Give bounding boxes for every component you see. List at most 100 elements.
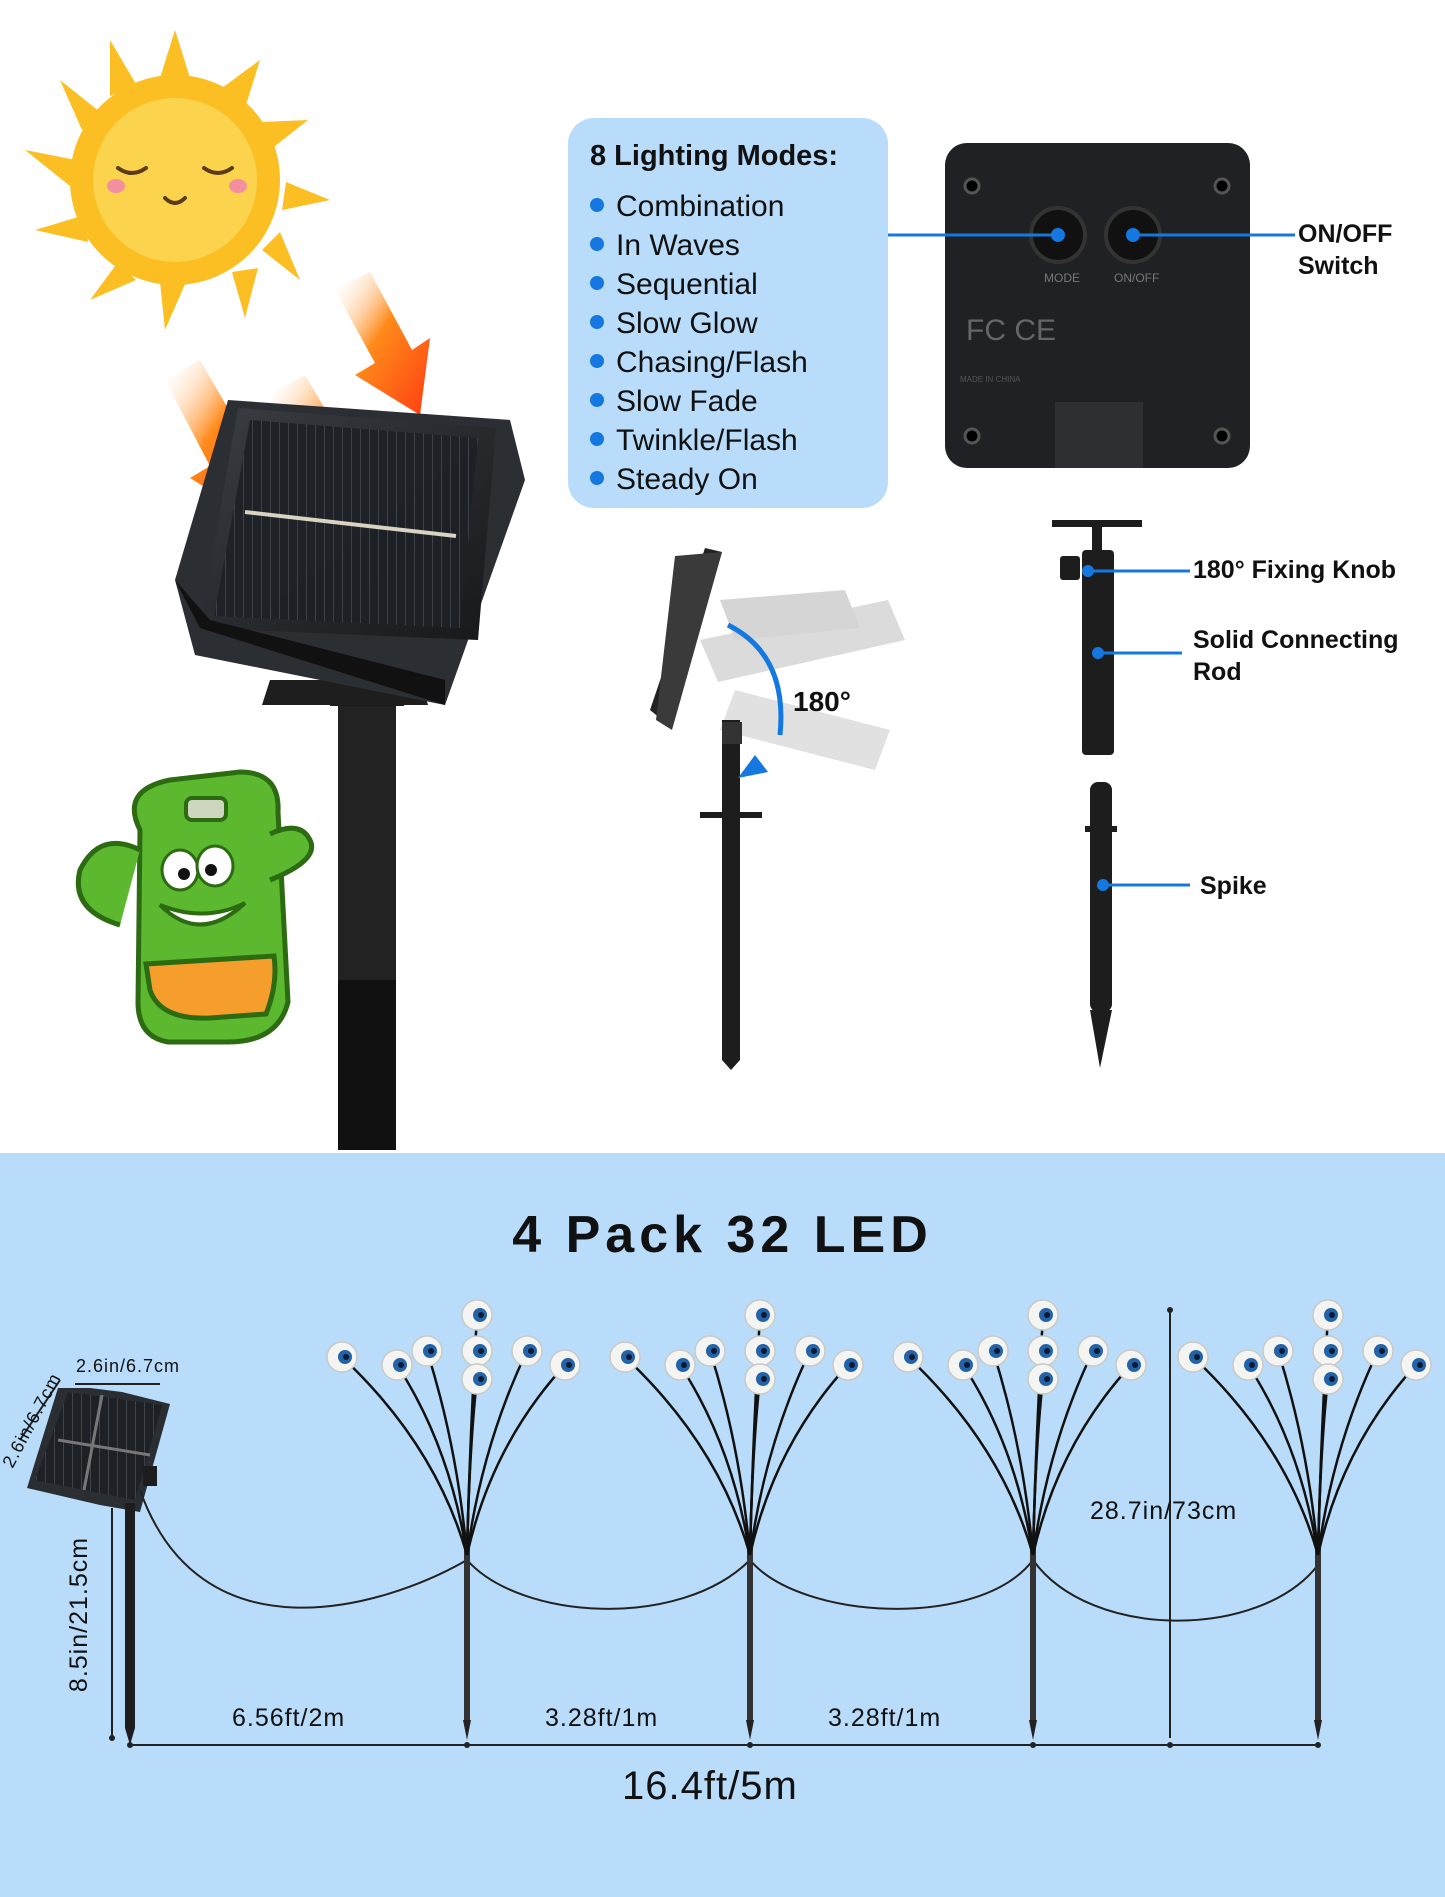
stake-pole: [464, 1545, 470, 1720]
rod-label-line1: Solid Connecting: [1193, 626, 1399, 654]
bullet-dot-icon: [590, 237, 604, 252]
bullet-dot-icon: [590, 354, 604, 369]
light-wire: [425, 1350, 469, 1556]
lighting-mode-item: In Waves: [590, 229, 740, 263]
light-wire: [678, 1364, 752, 1556]
lighting-mode-label: Chasing/Flash: [616, 346, 808, 379]
fixing-knob-label: 180° Fixing Knob: [1193, 556, 1397, 584]
dimension-point: [109, 1735, 115, 1741]
lighting-mode-label: Steady On: [616, 463, 758, 496]
eyeball-pupil: [1249, 1362, 1255, 1368]
eyeball-pupil: [1329, 1376, 1335, 1382]
light-wire: [465, 1378, 479, 1556]
solar-panel-small-icon: [27, 1388, 170, 1745]
lighting-mode-label: Twinkle/Flash: [616, 424, 798, 457]
lighting-mode-item: Slow Fade: [590, 385, 758, 419]
light-wire: [1031, 1350, 1095, 1556]
panel-back-illustration: MODE ON/OFF FC CE MADE IN CHINA: [888, 143, 1295, 468]
light-wire: [748, 1364, 849, 1556]
eyeball-pupil: [681, 1362, 687, 1368]
light-wire: [341, 1356, 469, 1556]
lighting-mode-item: Sequential: [590, 268, 758, 302]
light-wire: [748, 1350, 812, 1556]
dimension-point: [1030, 1742, 1036, 1748]
light-wire: [465, 1350, 529, 1556]
eyeball-pupil: [761, 1348, 767, 1354]
eyeball-pupil: [1132, 1362, 1138, 1368]
sun-icon: [25, 30, 330, 330]
light-height-label: 28.7in/73cm: [1090, 1497, 1238, 1525]
lighting-modes-title: 8 Lighting Modes:: [590, 140, 839, 172]
lighting-mode-item: Slow Glow: [590, 307, 758, 341]
light-wire: [395, 1364, 469, 1556]
eyeball-pupil: [478, 1312, 484, 1318]
dimension-point: [1315, 1742, 1321, 1748]
stake-pole: [1315, 1545, 1321, 1720]
light-wire: [961, 1364, 1035, 1556]
eyeball-pupil: [994, 1348, 1000, 1354]
stake-height-label: 8.5in/21.5cm: [65, 1536, 94, 1693]
rod-label-line2: Rod: [1193, 658, 1242, 686]
bullet-dot-icon: [590, 393, 604, 408]
bullet-dot-icon: [590, 315, 604, 330]
dimension-point: [464, 1742, 470, 1748]
eyeball-pupil: [1417, 1362, 1423, 1368]
light-wire: [624, 1356, 752, 1556]
eyeball-pupil: [811, 1348, 817, 1354]
eyeball-pupil: [1094, 1348, 1100, 1354]
panel-width-label: 2.6in/6.7cm: [76, 1356, 181, 1376]
eyeball-pupil: [964, 1362, 970, 1368]
svg-text:FC CE: FC CE: [966, 314, 1056, 347]
dimension-point: [1167, 1742, 1173, 1748]
lighting-modes-box: [568, 118, 888, 508]
dimension-point: [747, 1742, 753, 1748]
eyeball-pupil: [478, 1376, 484, 1382]
light-wire: [1276, 1350, 1320, 1556]
mode-engraving: MODE: [1044, 271, 1080, 285]
eyeball-pupil: [343, 1354, 349, 1360]
spike-label: Spike: [1200, 872, 1267, 900]
onoff-engraving: ON/OFF: [1114, 271, 1159, 285]
eyeball-pupil: [1044, 1348, 1050, 1354]
eyeball-pupil: [398, 1362, 404, 1368]
stake-tip: [746, 1720, 754, 1740]
bottom-section: [0, 1153, 1445, 1897]
dimension-point: [127, 1742, 133, 1748]
bullet-dot-icon: [590, 276, 604, 291]
light-wire: [991, 1350, 1035, 1556]
stake-pole: [747, 1545, 753, 1720]
onoff-label-line1: ON/OFF: [1298, 220, 1393, 248]
lighting-mode-label: In Waves: [616, 229, 740, 262]
light-wire: [748, 1378, 762, 1556]
light-wire: [708, 1350, 752, 1556]
dimension-points: [109, 1307, 1321, 1748]
rod-illustration: [1052, 520, 1190, 755]
segment3-label: 3.28ft/1m: [828, 1704, 942, 1732]
connecting-rod-label: Solid Connecting Rod: [1193, 624, 1399, 688]
light-wire: [1192, 1356, 1320, 1556]
lighting-mode-label: Slow Fade: [616, 385, 758, 418]
bullet-dot-icon: [590, 432, 604, 447]
bullet-dot-icon: [590, 471, 604, 486]
light-wire: [1031, 1364, 1132, 1556]
tilt-panel-illustration: [650, 548, 905, 1070]
lighting-mode-item: Chasing/Flash: [590, 346, 808, 380]
rotation-angle-label: 180°: [793, 686, 851, 717]
pack-title: 4 Pack 32 LED: [512, 1206, 933, 1264]
light-wire: [465, 1364, 566, 1556]
eyeball-pupil: [761, 1312, 767, 1318]
bullet-dot-icon: [590, 198, 604, 213]
light-wire: [1246, 1364, 1320, 1556]
lighting-mode-label: Sequential: [616, 268, 758, 301]
firework-stake: [609, 1299, 864, 1740]
lighting-mode-item: Steady On: [590, 463, 758, 497]
stake-tip: [1029, 1720, 1037, 1740]
eyeball-pupil: [428, 1348, 434, 1354]
eyeball-pupil: [1329, 1312, 1335, 1318]
eyeball-pupil: [1379, 1348, 1385, 1354]
lighting-mode-label: Slow Glow: [616, 307, 758, 340]
eyeball-pupil: [566, 1362, 572, 1368]
stake-tip: [1314, 1720, 1322, 1740]
firework-stake: [1177, 1299, 1432, 1740]
